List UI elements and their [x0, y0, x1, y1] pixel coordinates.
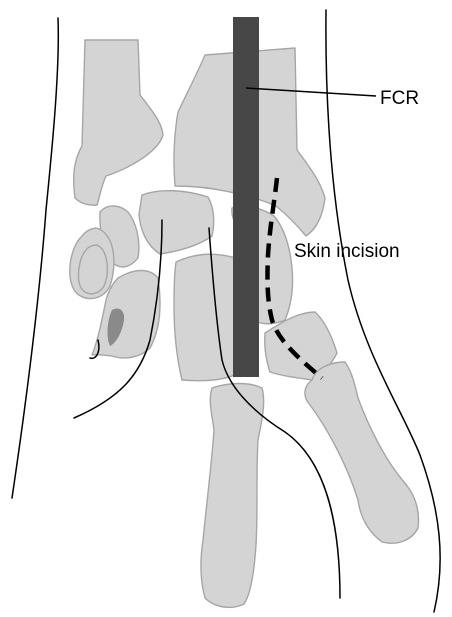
third-metacarpal-bone	[201, 384, 264, 608]
capitate-bone	[174, 254, 240, 381]
fcr-tendon	[233, 17, 259, 377]
first-metacarpal-bone	[305, 362, 419, 543]
lunate-bone	[139, 191, 214, 254]
fcr-label: FCR	[380, 88, 419, 109]
skin-contour-left	[12, 18, 58, 498]
skin-incision-label: Skin incision	[294, 241, 400, 262]
ulna-bone	[74, 40, 163, 205]
